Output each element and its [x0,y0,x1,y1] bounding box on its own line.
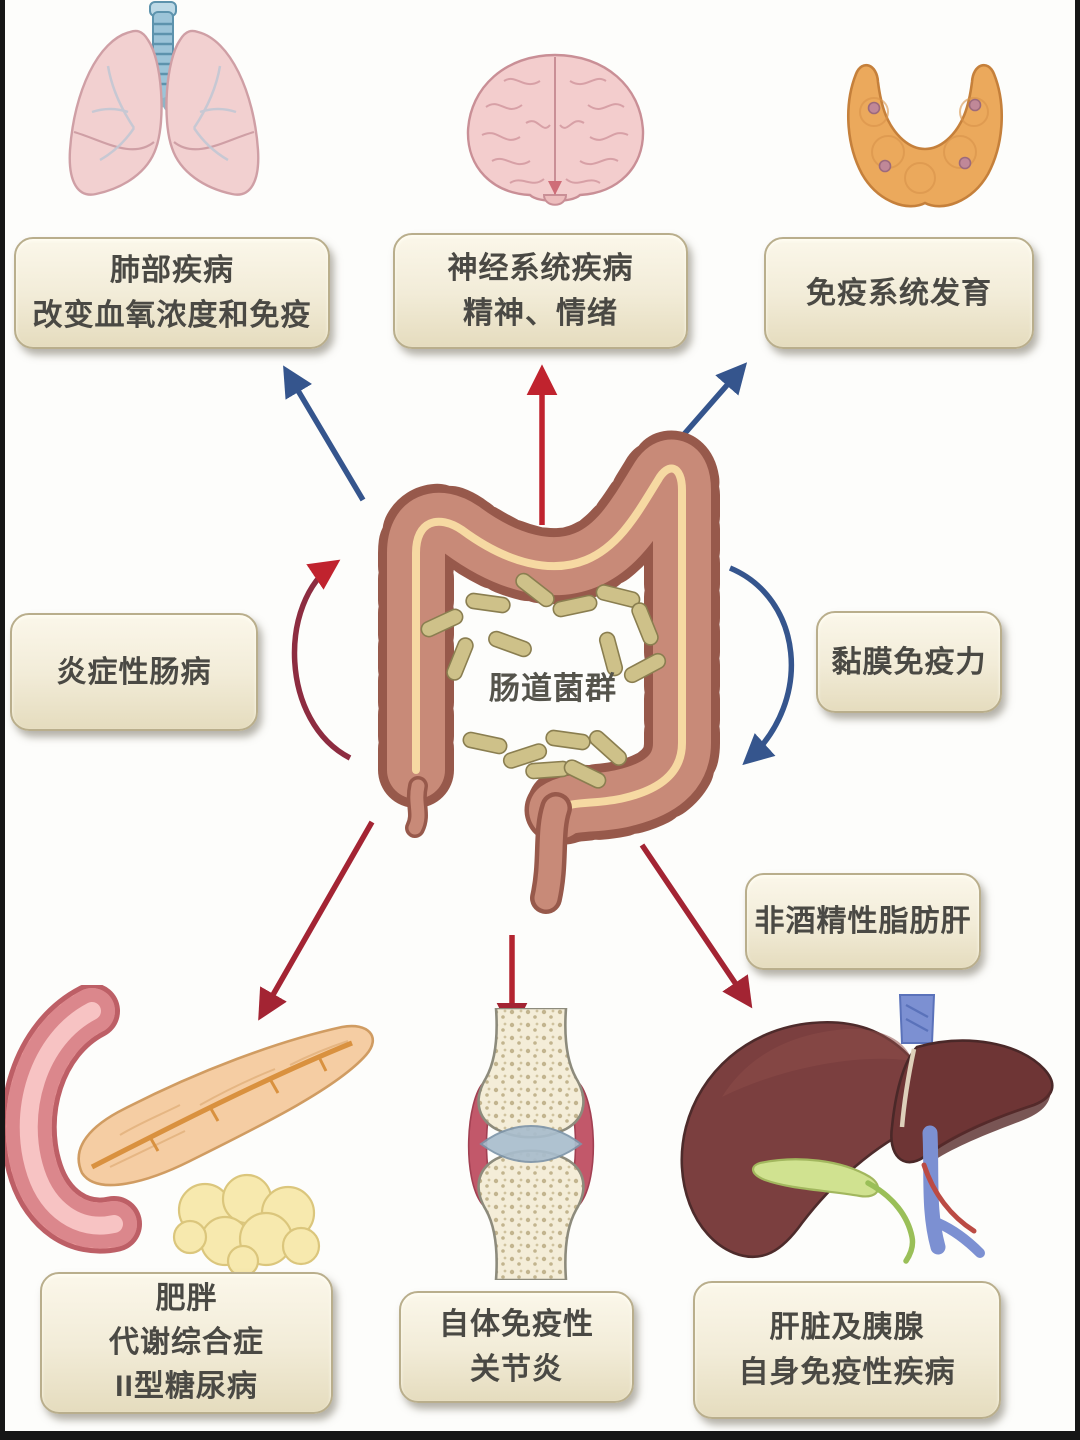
label-line: 黏膜免疫力 [831,645,987,679]
bacteria-icon [420,572,667,789]
thyroid-icon [847,63,1003,208]
label-line: 肺部疾病 [110,254,234,287]
liver-gallbladder-icon [680,994,1054,1264]
label-box-autoimmune-arthritis: 自体免疫性 关节炎 [399,1291,634,1403]
joint-icon [467,1008,595,1280]
label-box-nervous-system: 神经系统疾病 精神、情绪 [393,233,688,349]
label-line: 神经系统疾病 [447,252,634,285]
label-box-mucosal-immunity: 黏膜免疫力 [816,611,1002,713]
left-border-bar [0,0,5,1440]
label-line: 自体免疫性 [439,1308,594,1341]
label-line: 关节炎 [470,1353,563,1386]
label-line: 免疫系统发育 [806,276,992,310]
label-line: II型糖尿病 [115,1370,258,1403]
label-line: 非酒精性脂肪肝 [754,905,972,938]
intestine-with-bacteria-icon [378,430,720,914]
bottom-border-bar [0,1431,1080,1440]
right-border-bar [1075,0,1080,1440]
label-line: 自身免疫性疾病 [738,1356,956,1389]
label-line: 代谢综合症 [109,1326,264,1359]
label-box-inflammatory-bowel-disease: 炎症性肠病 [10,613,258,731]
label-line: 炎症性肠病 [56,655,212,689]
label-box-obesity-metabolic: 肥胖 代谢综合症 II型糖尿病 [40,1272,333,1414]
label-line: 精神、情绪 [463,297,618,330]
label-box-immune-development: 免疫系统发育 [764,237,1034,349]
label-line: 改变血氧浓度和免疫 [32,299,312,332]
label-line: 肥胖 [155,1282,218,1315]
lungs-icon [68,1,260,196]
label-box-lung-disease: 肺部疾病 改变血氧浓度和免疫 [14,237,330,349]
pancreas-duodenum-icon [0,985,374,1277]
label-line: 肝脏及胰腺 [769,1311,925,1344]
label-box-nonalcoholic-fatty-liver: 非酒精性脂肪肝 [745,873,981,970]
gut-microbiota-label: 肠道菌群 [489,671,617,706]
label-box-liver-pancreas-autoimmune: 肝脏及胰腺 自身免疫性疾病 [693,1281,1001,1419]
brain-icon [466,53,645,206]
